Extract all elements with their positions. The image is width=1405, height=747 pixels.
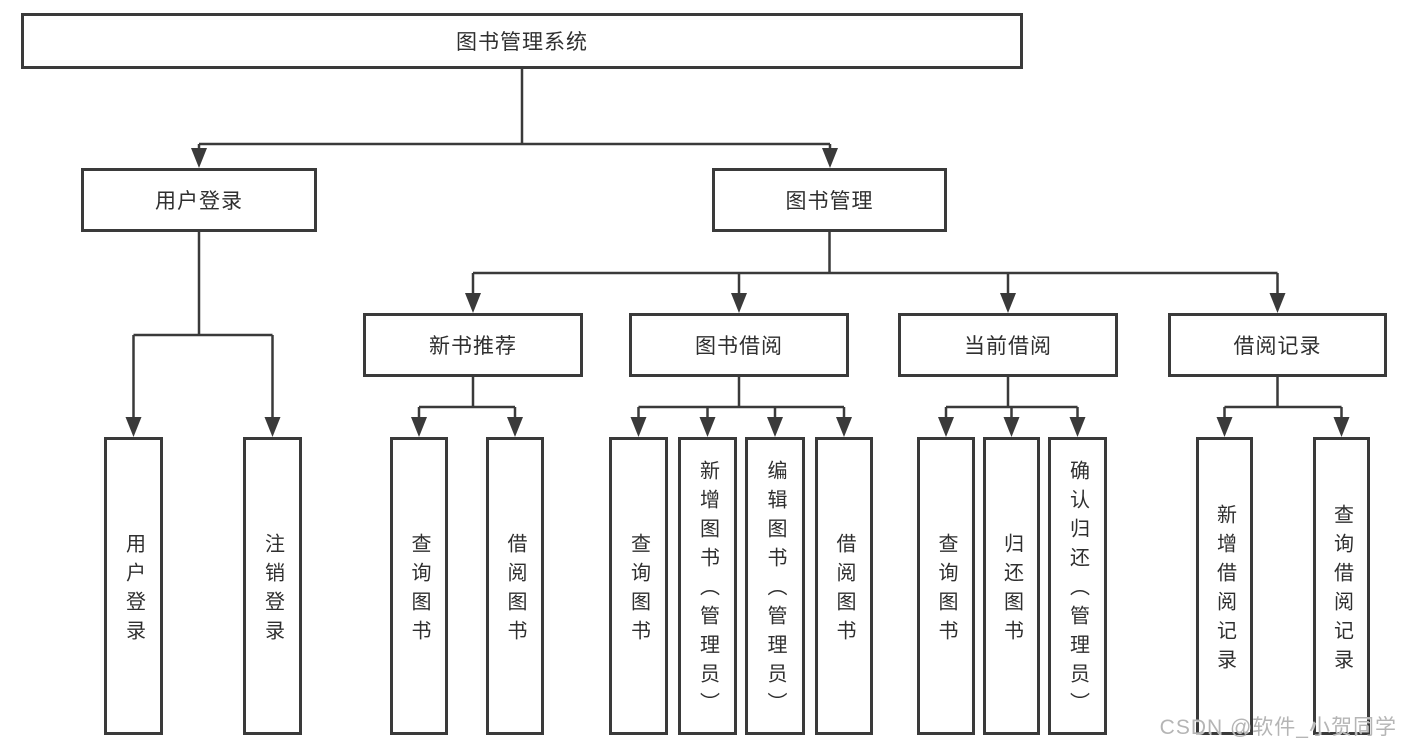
node-book-borrow: 图书借阅 [629, 313, 849, 377]
node-leaf-query-book-2-label: 查询图书 [627, 532, 650, 649]
node-leaf-confirm-return-admin: 确认归还（管理员） [1048, 437, 1107, 735]
node-leaf-confirm-return-admin-label: 确认归还（管理员） [1066, 460, 1089, 721]
node-leaf-user-login-label: 用户登录 [122, 532, 145, 649]
node-current-borrow-label: 当前借阅 [964, 335, 1052, 358]
node-leaf-add-borrow-record-label: 新增借阅记录 [1213, 503, 1236, 678]
node-leaf-edit-book-admin: 编辑图书（管理员） [745, 437, 805, 735]
node-user-login-label: 用户登录 [155, 190, 243, 213]
node-leaf-borrow-book-2-label: 借阅图书 [833, 532, 855, 649]
node-leaf-user-login: 用户登录 [104, 437, 163, 735]
node-leaf-return-book-label: 归还图书 [1000, 532, 1023, 649]
node-root-label: 图书管理系统 [456, 31, 588, 54]
node-leaf-query-book-3: 查询图书 [917, 437, 975, 735]
node-leaf-add-book-admin: 新增图书（管理员） [678, 437, 737, 735]
node-leaf-return-book: 归还图书 [983, 437, 1040, 735]
node-borrow-record: 借阅记录 [1168, 313, 1387, 377]
node-leaf-add-book-admin-label: 新增图书（管理员） [696, 460, 719, 721]
connector-borrow-record-children [1216, 377, 1350, 437]
node-leaf-borrow-book-2: 借阅图书 [815, 437, 873, 735]
connector-book-mgmt-to-level3 [465, 232, 1286, 313]
node-leaf-logout-label: 注销登录 [261, 532, 284, 649]
node-leaf-query-book-1-label: 查询图书 [408, 532, 430, 649]
node-leaf-query-borrow-record: 查询借阅记录 [1313, 437, 1370, 735]
node-book-mgmt-label: 图书管理 [785, 190, 874, 213]
csdn-watermark: CSDN @软件_小贺同学 [1159, 716, 1397, 739]
node-leaf-query-book-3-label: 查询图书 [935, 532, 957, 649]
node-current-borrow: 当前借阅 [898, 313, 1118, 377]
node-leaf-query-book-1: 查询图书 [390, 437, 448, 735]
connector-root-to-level2 [191, 69, 838, 168]
node-leaf-add-borrow-record: 新增借阅记录 [1196, 437, 1253, 735]
node-leaf-query-book-2: 查询图书 [609, 437, 668, 735]
node-new-book-rec-label: 新书推荐 [429, 335, 517, 358]
node-user-login: 用户登录 [81, 168, 317, 232]
node-leaf-borrow-book-1-label: 借阅图书 [504, 532, 526, 649]
connector-book-borrow-children [630, 377, 852, 437]
connector-user-login-children [125, 232, 281, 437]
node-leaf-borrow-book-1: 借阅图书 [486, 437, 544, 735]
node-borrow-record-label: 借阅记录 [1233, 335, 1322, 358]
node-leaf-logout: 注销登录 [243, 437, 302, 735]
node-leaf-query-borrow-record-label: 查询借阅记录 [1330, 503, 1353, 678]
connector-new-book-rec-children [411, 377, 523, 437]
node-leaf-edit-book-admin-label: 编辑图书（管理员） [764, 460, 786, 721]
node-book-mgmt: 图书管理 [712, 168, 947, 232]
node-new-book-rec: 新书推荐 [363, 313, 583, 377]
connector-current-borrow-children [938, 377, 1086, 437]
node-root: 图书管理系统 [21, 13, 1023, 69]
node-book-borrow-label: 图书借阅 [695, 335, 783, 358]
